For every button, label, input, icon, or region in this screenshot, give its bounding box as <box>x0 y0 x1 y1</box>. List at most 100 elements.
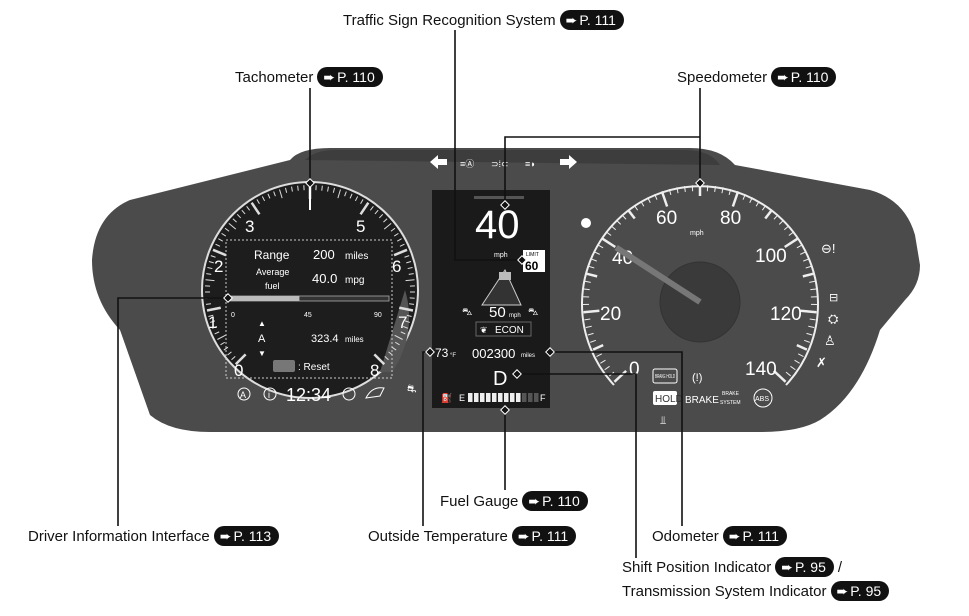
tach-tick-mark <box>223 346 229 351</box>
speed-tick-mark <box>610 225 617 231</box>
callout-label: Outside Temperature <box>368 527 508 545</box>
page-ref-link[interactable]: ➨P. 113 <box>213 526 280 546</box>
speed-tick-mark <box>731 190 740 207</box>
page-ref-link[interactable]: ➨P. 110 <box>522 491 588 511</box>
tach-tick-mark <box>404 255 410 258</box>
tach-tick-mark <box>406 314 412 317</box>
page-ref-link[interactable]: ➨P. 111 <box>559 10 624 30</box>
callout-speedometer: Speedometer ➨P. 110 <box>677 67 837 87</box>
brake-system-indicator: BRAKE <box>722 391 740 397</box>
tach-tick-mark <box>369 205 374 211</box>
fuel-segment <box>534 393 539 402</box>
tach-tick-mark <box>374 209 379 215</box>
tach-tick-mark <box>232 218 237 223</box>
speed-tick-mark <box>749 197 753 203</box>
sign-value: 60 <box>525 259 539 273</box>
auto-idle-glyph: A <box>240 390 246 400</box>
callout-label: Fuel Gauge <box>440 492 519 510</box>
tach-tick-mark <box>406 261 412 264</box>
page-ref: P. 113 <box>233 528 272 544</box>
wiper-icon <box>365 387 385 399</box>
abs-indicator: ABS <box>755 396 769 403</box>
tachometer: 3 5 2 6 1 7 0 8 <box>201 181 419 399</box>
page-ref-link[interactable]: ➨P. 95 <box>775 557 834 577</box>
speed-tick-mark <box>788 231 794 236</box>
tach-redzone <box>380 290 410 372</box>
callout-odometer: Odometer ➨P. 111 <box>652 526 788 546</box>
fuel-segment <box>498 393 503 402</box>
tach-tick-mark <box>241 209 246 215</box>
avg-fuel-label: Average <box>256 267 289 277</box>
scale-0: 0 <box>231 312 235 319</box>
tach-tick-mark <box>208 314 214 317</box>
fuel-segment <box>510 393 515 402</box>
callout-traffic-sign: Traffic Sign Recognition System ➨P. 111 <box>343 10 624 30</box>
speed-tick-mark <box>809 280 816 283</box>
fuel-segment <box>474 393 479 402</box>
range-label: Range <box>254 248 290 262</box>
key-icon <box>342 387 356 401</box>
arrow-icon: ➨ <box>323 68 336 85</box>
tach-tick-mark <box>297 185 299 191</box>
page-ref: P. 110 <box>790 69 829 85</box>
bottom-indicators: BRAKE HOLD HOLD ⫫ (!) BRAKE BRAKE SYSTEM… <box>652 368 773 427</box>
tach-tick-mark <box>212 325 218 329</box>
speed-tick-mark <box>588 265 595 269</box>
fuel-segment <box>468 393 473 402</box>
callout-markers <box>223 178 705 415</box>
fuel-e: E <box>459 393 465 403</box>
tach-tick-mark <box>397 238 402 242</box>
speed-tick-mark <box>597 244 604 249</box>
brake-hold-indicator: BRAKE HOLD <box>655 374 675 380</box>
tach-tick-mark <box>337 189 341 199</box>
check-engine-icon: ⛭ <box>828 311 839 326</box>
tach-tick-mark <box>236 213 242 219</box>
tach-tick-mark <box>394 334 403 340</box>
speed-tick-80: 80 <box>720 208 741 229</box>
speed-tick-mark <box>804 339 810 343</box>
callout-fuel-gauge: Fuel Gauge ➨P. 110 <box>440 491 588 511</box>
cluster-hood <box>305 150 720 165</box>
info-glyph: i <box>268 390 270 400</box>
callout-label: Driver Information Interface <box>28 527 210 545</box>
clock: 12:34 <box>286 385 331 405</box>
speed-tick-mark <box>583 288 590 291</box>
page-ref-link[interactable]: ➨P. 110 <box>771 67 837 87</box>
tach-tick-mark <box>391 346 397 351</box>
speed-tick-mark <box>606 231 612 236</box>
speed-tick-60: 60 <box>656 208 677 229</box>
page-ref-link[interactable]: ➨P. 111 <box>722 526 788 546</box>
speed-tick-120: 120 <box>770 304 802 325</box>
speed-unit-label: mph <box>690 230 704 237</box>
speed-tick-140: 140 <box>745 359 777 380</box>
page-ref-link[interactable]: ➨P. 95 <box>830 581 890 601</box>
separator: / <box>837 558 843 576</box>
speed-tick-mark <box>590 339 596 343</box>
tach-tick-mark <box>214 331 220 335</box>
avg-fuel-label-2: fuel <box>265 281 280 291</box>
tach-tick-mark <box>327 186 329 192</box>
fuel-segment <box>516 393 521 402</box>
speed-tick-mark <box>721 187 724 194</box>
page-ref-link[interactable]: ➨P. 110 <box>317 67 383 87</box>
battery-icon: ⊟ <box>829 292 838 304</box>
speed-tick-mark <box>594 251 600 255</box>
page-ref-link[interactable]: ➨P. 111 <box>511 526 577 546</box>
speed-tick-mark <box>591 258 597 262</box>
speed-tick-mark <box>728 188 732 196</box>
distance-icon-left: ⛍ <box>462 307 472 318</box>
avg-fuel-value: 40.0 <box>312 271 337 286</box>
speed-tick-100: 100 <box>755 246 787 267</box>
lane-keep-icon <box>481 268 522 306</box>
trip-selector: A <box>258 333 266 345</box>
high-beam-icon: ≡◗ <box>525 159 536 169</box>
trip-unit: miles <box>345 335 364 344</box>
tach-tick-mark <box>212 248 227 257</box>
tach-tick-mark <box>408 273 414 275</box>
page-ref: P. 111 <box>742 528 780 544</box>
speed-tick-mark <box>805 265 812 269</box>
tach-tick-mark <box>208 261 214 264</box>
tach-tick-mark <box>390 227 396 232</box>
tach-tick-mark <box>207 267 213 270</box>
